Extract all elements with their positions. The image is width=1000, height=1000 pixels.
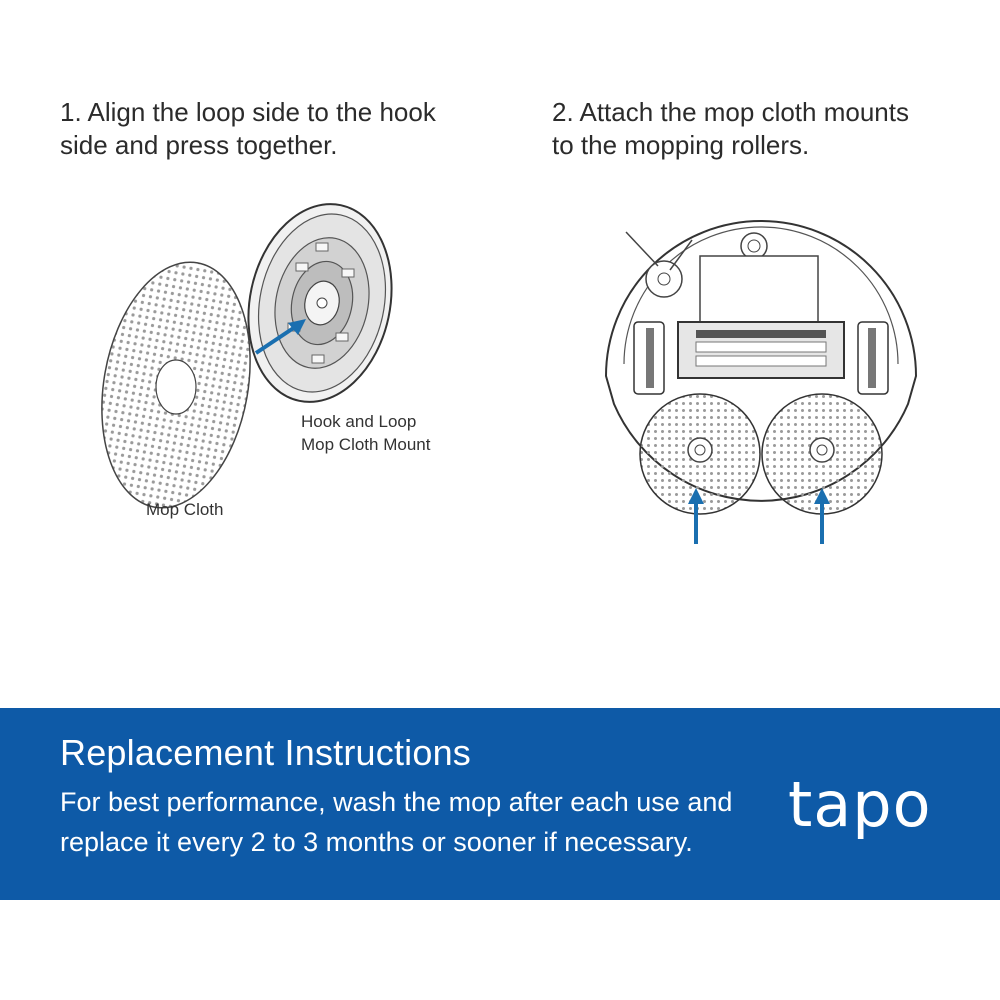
mop-cloth-illustration (101, 203, 393, 509)
mop-roller-right (761, 393, 883, 515)
banner-title: Replacement Instructions (60, 732, 471, 773)
mount-caption: Hook and Loop Mop Cloth Mount (301, 412, 431, 454)
banner-body: For best performance, wash the mop after… (60, 787, 733, 857)
step-2-text: 2. Attach the mop cloth mounts to the mo… (552, 97, 909, 160)
step-1-text: 1. Align the loop side to the hook side … (60, 97, 436, 160)
arrow-icon (814, 488, 830, 544)
arrow-icon (688, 488, 704, 544)
replacement-banner: Replacement Instructions For best perfor… (0, 708, 1000, 900)
cloth-caption: Mop Cloth (146, 500, 224, 519)
arrow-icon (254, 319, 306, 355)
tapo-logo: tapo (788, 768, 932, 841)
mop-cloth-mount (247, 203, 393, 403)
mop-cloth (101, 261, 251, 509)
mop-roller-left (639, 393, 761, 515)
robot-vacuum-bottom-illustration (604, 220, 918, 544)
